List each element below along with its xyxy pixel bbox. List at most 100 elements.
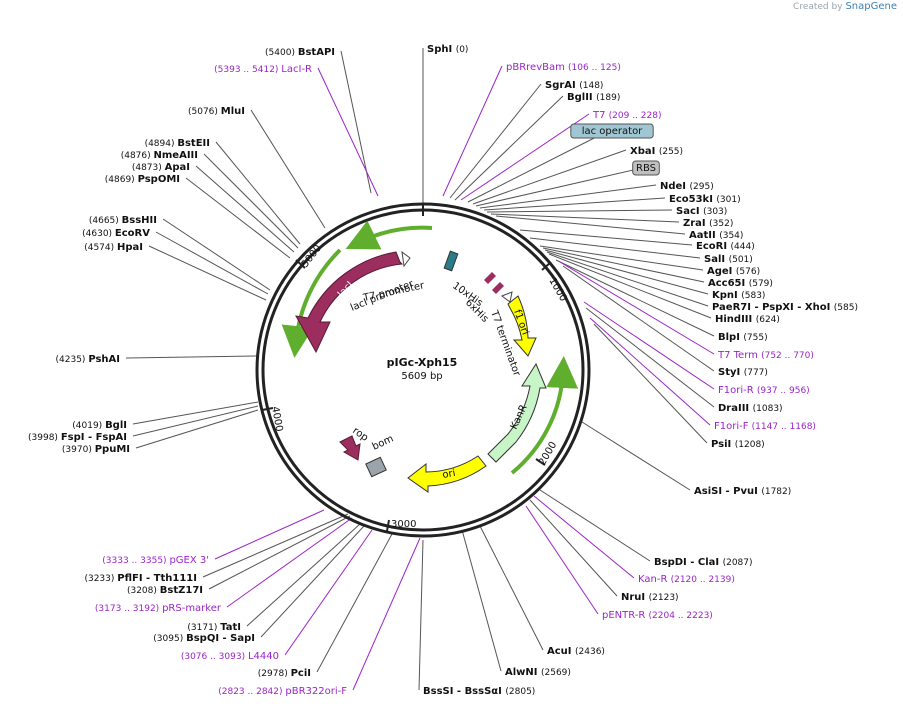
primer-pbrrevbam: pBRrevBam (106 .. 125) — [506, 62, 621, 73]
primer-prs-marker: (3173 .. 3192) pRS-marker — [95, 603, 222, 614]
tick-label-3000: 3000 — [391, 519, 416, 530]
label-pos: (2204 .. 2223) — [649, 611, 713, 621]
label-pos: (295) — [690, 182, 714, 192]
leader-line-right-15 — [539, 245, 704, 271]
leader-line-left-8 — [155, 231, 269, 295]
label-name: SphI — [427, 44, 456, 55]
leader-line-left-19 — [260, 525, 365, 638]
label-pos: (5393 .. 5412) — [214, 65, 281, 75]
primer-t7: T7 (209 .. 228) — [592, 110, 661, 121]
label-pos: (4235) — [56, 355, 89, 365]
site-asisi-pvui: AsiSI - PvuI (1782) — [694, 486, 791, 497]
leader-line-right-27 — [581, 421, 691, 491]
label-pos: (209 .. 228) — [609, 111, 662, 121]
label-name: PciI — [291, 668, 311, 679]
label-name: AgeI — [707, 266, 736, 277]
label-pos: (4876) — [121, 151, 154, 161]
label-name: BspQI - SapI — [186, 633, 255, 644]
label-name: ZraI — [683, 218, 709, 229]
site-pshai: (4235) PshAI — [56, 354, 120, 365]
leader-line-left-18 — [246, 523, 361, 627]
feature-tag-lac-operator: lac operator — [582, 126, 643, 137]
leader-line-right-31 — [525, 505, 599, 615]
label-name: AatII — [689, 230, 719, 241]
label-name: PspOMI — [138, 174, 180, 185]
label-pos: (4630) — [82, 229, 115, 239]
leader-line-right-12 — [495, 215, 686, 235]
label-pos: (583) — [741, 291, 765, 301]
label-pos: (3233) — [84, 574, 117, 584]
site-hindiii: HindIII (624) — [715, 314, 780, 325]
primer-laci-r: (5393 .. 5412) LacI-R — [214, 64, 312, 75]
label-name: LacI-R — [281, 64, 312, 75]
label-pos: (0) — [456, 45, 469, 55]
snapgene-logo: SnapGene — [845, 1, 897, 12]
label-pos: (4873) — [132, 163, 165, 173]
site-saci: SacI (303) — [676, 206, 727, 217]
leader-line-right-26 — [593, 323, 708, 444]
credit-prefix: Created by — [793, 2, 843, 12]
label-name: DraIII — [718, 403, 753, 414]
leader-line-right-30 — [529, 499, 618, 597]
site-zrai: ZraI (352) — [683, 218, 733, 229]
label-pos: (3076 .. 3093) — [181, 652, 248, 662]
label-pos: (752 .. 770) — [761, 351, 814, 361]
site-blpi: BlpI (755) — [718, 332, 768, 343]
label-name: Eco53kI — [669, 194, 716, 205]
label-pos: (148) — [579, 81, 603, 91]
label-name: BspDI - ClaI — [654, 557, 723, 568]
leader-line-right-9 — [483, 197, 666, 211]
plasmid-size: 5609 bp — [401, 371, 442, 382]
label-pos: (303) — [703, 207, 727, 217]
site-paer7i-pspxi-xhoi: PaeR7I - PspXI - XhoI (585) — [712, 302, 858, 313]
label-pos: (4665) — [89, 216, 122, 226]
leader-line-left-2 — [250, 109, 326, 229]
label-name: pBR322ori-F — [285, 686, 347, 697]
label-name: PpuMI — [95, 444, 130, 455]
leader-line-right-25 — [589, 317, 711, 426]
leader-line-right-21 — [559, 261, 715, 355]
tick-label-4000: 4000 — [269, 406, 284, 433]
site-xbai: XbaI (255) — [630, 146, 683, 157]
label-pos: (4869) — [105, 175, 138, 185]
label-name: AcuI — [547, 646, 575, 657]
label-pos: (2436) — [575, 647, 605, 657]
tick-2000 — [535, 458, 546, 466]
leader-line-right-3 — [454, 95, 564, 201]
label-name: pBRrevBam — [506, 62, 568, 73]
kanR-feature — [487, 362, 547, 463]
site-psii: PsiI (1208) — [711, 439, 765, 450]
label-pos: (755) — [743, 333, 767, 343]
leader-line-right-19 — [548, 253, 712, 319]
lacI-feature — [295, 251, 404, 354]
leader-line-left-5 — [195, 165, 295, 253]
primer-f1ori-r: F1ori-R (937 .. 956) — [718, 385, 810, 396]
site-nmeaiii: (4876) NmeAIII — [121, 150, 198, 161]
label-name: PsiI — [711, 439, 735, 450]
leader-line-left-11 — [132, 401, 259, 425]
site-ecori: EcoRI (444) — [696, 241, 755, 252]
label-pos: (501) — [729, 255, 753, 265]
label-pos: (1208) — [735, 440, 765, 450]
label-name: FspI - FspAI — [61, 432, 127, 443]
site-labels: (5400) BstAPI(5393 .. 5412) LacI-R(5076)… — [28, 44, 858, 697]
label-name: ApaI — [165, 162, 190, 173]
leader-line-right-20 — [555, 259, 715, 337]
label-pos: (1147 .. 1168) — [752, 422, 816, 432]
leader-line-left-12 — [132, 405, 259, 437]
leader-line-right-4 — [460, 113, 590, 201]
lacI-promoter-glyph — [401, 250, 411, 268]
label-name: T7 — [592, 110, 609, 121]
label-name: BstZ17I — [160, 585, 203, 596]
leader-line-right-29 — [533, 495, 635, 579]
primer-kan-r: Kan-R (2120 .. 2139) — [638, 574, 735, 585]
ori-feature — [407, 455, 487, 493]
leader-line-right-8 — [479, 184, 657, 209]
label-pos: (5076) — [188, 107, 221, 117]
leader-line-right-33 — [461, 529, 502, 672]
label-pos: (3998) — [28, 433, 61, 443]
label-pos: (576) — [736, 267, 760, 277]
label-name: pRS-marker — [162, 603, 222, 614]
label-name: pGEX 3' — [169, 555, 209, 566]
leader-line-right-1 — [442, 65, 503, 197]
